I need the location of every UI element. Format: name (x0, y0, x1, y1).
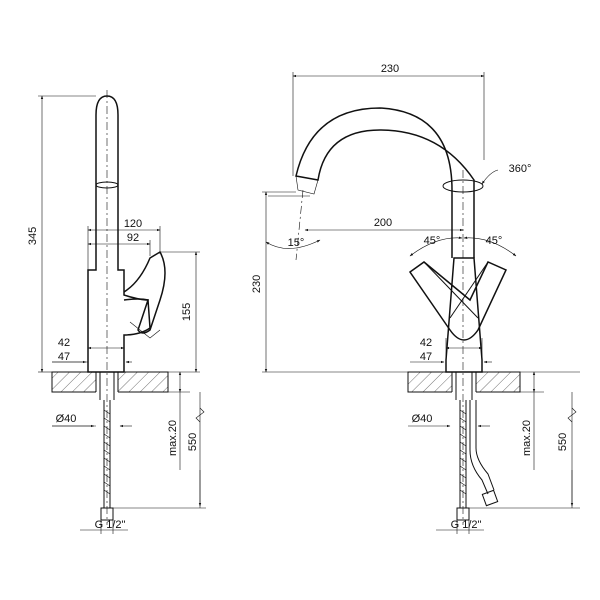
side-thread-label: G 1/2" (95, 519, 126, 531)
side-view: 345 120 92 155 42 47 Ø40 max.20 (27, 90, 206, 534)
side-height-label: 345 (27, 227, 39, 245)
side-max-thickness-label: max.20 (167, 420, 179, 456)
side-reach-label: 120 (124, 218, 142, 230)
side-handle-length-label: 92 (127, 232, 139, 244)
front-hole-diameter-label: Ø40 (412, 413, 433, 425)
front-lever-angle-left-label: 45° (424, 235, 441, 247)
front-hose-length-label: 550 (557, 433, 569, 451)
side-hose-length-label: 550 (187, 433, 199, 451)
front-base-width-label: 42 (420, 337, 432, 349)
front-lever (408, 261, 508, 341)
side-lever (123, 250, 166, 334)
front-faucet-body (445, 257, 483, 373)
front-thread-label: G 1/2" (451, 519, 482, 531)
front-spout (295, 107, 475, 258)
side-handle-height-label: 155 (181, 303, 193, 321)
front-swivel-label: 360° (509, 163, 532, 175)
side-base-width-label: 42 (58, 337, 70, 349)
side-hole-diameter-label: Ø40 (56, 413, 77, 425)
front-base-outer-label: 47 (420, 351, 432, 363)
front-max-thickness-label: max.20 (521, 420, 533, 456)
front-spout-height-label: 230 (251, 275, 263, 293)
side-base-outer-label: 47 (58, 351, 70, 363)
front-hose-nut-2 (481, 489, 499, 507)
front-spout-reach-label: 200 (374, 217, 392, 229)
front-mounting-hole (452, 371, 476, 393)
front-spout-width-label: 230 (381, 63, 399, 75)
front-view: 230 360° 200 15° 230 45° 45° 42 47 Ø40 (251, 63, 580, 534)
front-lever-angle-right-label: 45° (486, 235, 503, 247)
front-spout-angle-label: 15° (288, 237, 305, 249)
